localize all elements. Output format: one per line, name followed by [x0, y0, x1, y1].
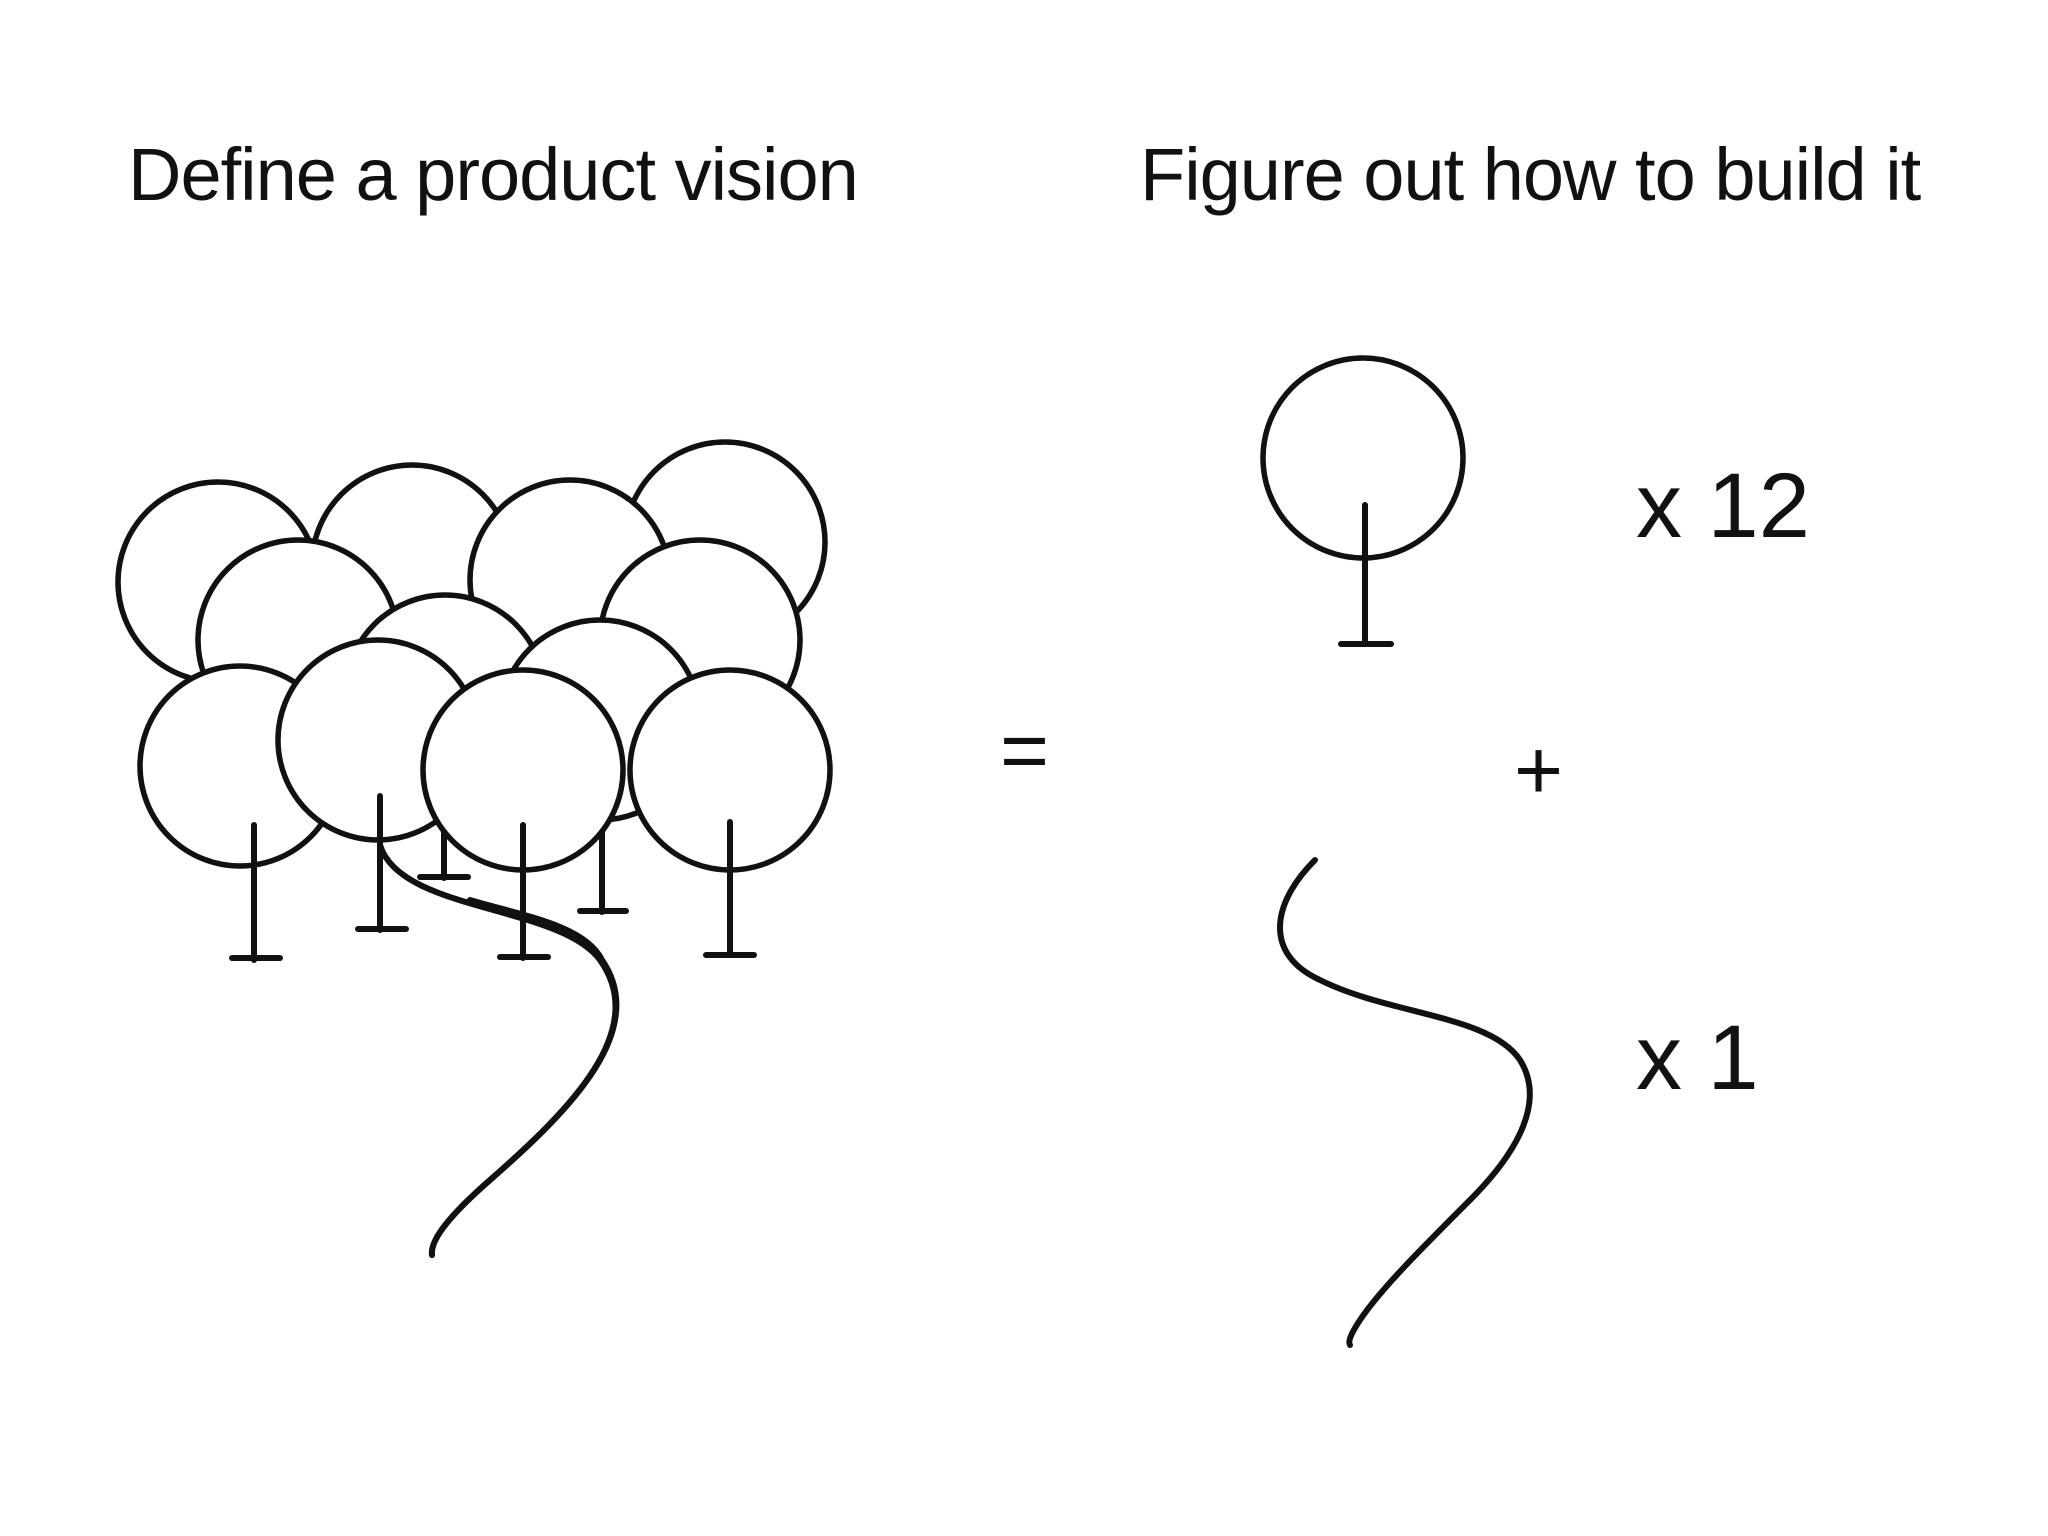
tree-icon [1260, 355, 1466, 647]
trees-multiplier: x 12 [1636, 455, 1810, 557]
equals-sign: = [1000, 703, 1050, 797]
winding-path-icon [1277, 857, 1533, 1348]
vision-heading: Define a product vision [128, 133, 859, 216]
forest-with-path-icon [115, 439, 833, 1258]
tree-icon [627, 667, 833, 958]
path-multiplier: x 1 [1636, 1007, 1759, 1109]
plus-sign: + [1514, 723, 1564, 817]
tree-icon [420, 667, 626, 961]
build-heading: Figure out how to build it [1140, 133, 1921, 216]
